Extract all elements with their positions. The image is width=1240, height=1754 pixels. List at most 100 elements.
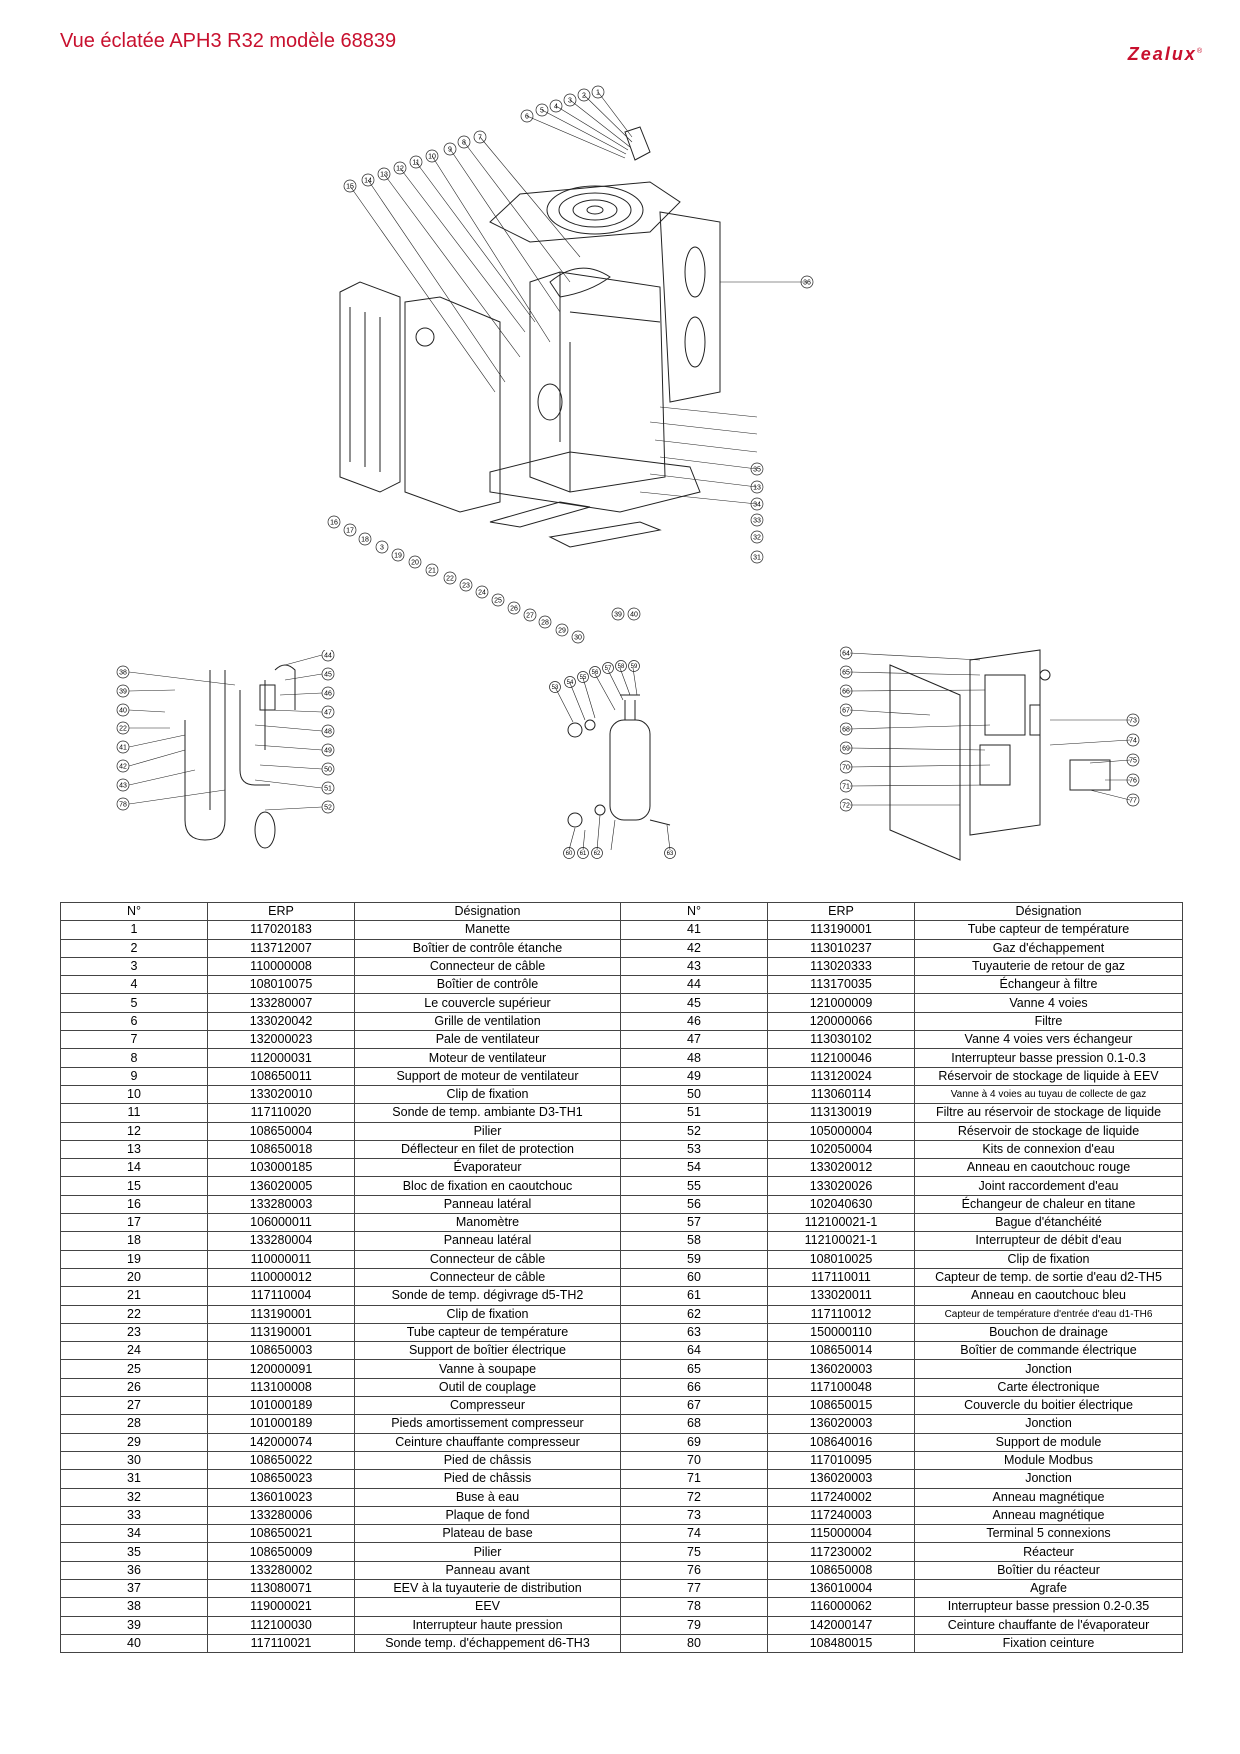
svg-text:36: 36 [803,280,811,287]
table-cell: 132000023 [207,1030,355,1050]
table-cell: Module Modbus [914,1450,1183,1471]
callout-15: 15 [343,179,357,193]
table-cell: 76 [620,1560,768,1580]
svg-text:18: 18 [361,537,369,544]
table-cell: Pilier [354,1121,621,1141]
table-cell: 112100030 [207,1615,355,1635]
callout-20: 20 [408,555,422,569]
table-cell: 113130019 [767,1103,915,1123]
table-cell: 150000110 [767,1322,915,1343]
table-cell: 117110020 [207,1103,355,1123]
table-cell: 113020333 [767,956,915,977]
table-cell: Plaque de fond [354,1505,621,1526]
base-plate-shape [489,451,701,513]
table-cell: 110000008 [207,956,355,977]
table-cell: 30 [60,1450,208,1471]
table-cell: Kits de connexion d'eau [914,1139,1183,1160]
svg-text:72: 72 [842,803,850,810]
callout-24: 24 [475,585,489,599]
table-cell: 133280003 [207,1194,355,1215]
table-cell: 9 [60,1066,208,1086]
table-cell: 60 [620,1267,768,1288]
table-cell: 12 [60,1121,208,1141]
svg-text:70: 70 [842,765,850,772]
table-cell: Évaporateur [354,1158,621,1178]
svg-text:4: 4 [554,104,558,111]
table-cell: 108010025 [767,1249,915,1269]
svg-text:26: 26 [510,606,518,613]
table-cell: 113060114 [767,1084,915,1105]
svg-text:27: 27 [526,613,534,620]
table-cell: 117240003 [767,1505,915,1526]
svg-text:10: 10 [428,154,436,161]
table-cell: 102050004 [767,1139,915,1160]
table-cell: Anneau en caoutchouc bleu [914,1286,1183,1306]
callout-18: 18 [358,532,372,546]
table-cell: 70 [620,1450,768,1471]
svg-text:49: 49 [324,748,332,755]
svg-text:7: 7 [478,135,482,142]
table-cell: Bouchon de drainage [914,1322,1183,1343]
svg-text:39: 39 [614,612,622,619]
piping-diagram: 38 39 40 22 41 42 43 78 44 45 46 47 48 4… [116,650,335,849]
table-cell: 73 [620,1505,768,1526]
table-cell: 113010237 [767,938,915,958]
table-cell: Tube capteur de température [914,920,1183,940]
table-cell: 133280002 [207,1560,355,1580]
callout-62: 62 [591,847,603,859]
table-cell: Tube capteur de température [354,1322,621,1343]
table-cell: 108480015 [767,1633,915,1654]
callout-31: 31 [750,550,764,564]
svg-text:65: 65 [842,670,850,677]
callout-61: 61 [577,847,589,859]
table-cell: Échangeur de chaleur en titane [914,1194,1183,1215]
callout-58: 58 [615,660,627,672]
table-cell: 72 [620,1487,768,1507]
table-cell: 136010004 [767,1578,915,1599]
table-cell: Pied de châssis [354,1469,621,1489]
table-cell: Réservoir de stockage de liquide [914,1121,1183,1141]
table-cell: 47 [620,1030,768,1050]
brand-logo: Zealux® [1127,44,1204,64]
callout-53: 53 [549,681,561,693]
table-cell: 16 [60,1194,208,1215]
callout-56: 56 [589,666,601,678]
table-cell: 68 [620,1414,768,1434]
table-cell: Interrupteur de débit d'eau [914,1231,1183,1251]
svg-text:55: 55 [580,675,587,681]
table-cell: 117110012 [767,1304,915,1324]
callout-4: 4 [549,99,563,113]
table-cell: 24 [60,1341,208,1361]
table-cell: 142000074 [207,1432,355,1452]
svg-text:30: 30 [574,635,582,642]
table-cell: 117240002 [767,1487,915,1507]
table-cell: Boîtier de contrôle étanche [354,938,621,958]
svg-text:22: 22 [119,726,127,733]
svg-text:24: 24 [478,590,486,597]
table-cell: 78 [620,1597,768,1617]
table-cell: 117110021 [207,1633,355,1654]
svg-text:13: 13 [753,485,761,492]
table-cell: 110000011 [207,1249,355,1269]
table-cell: Buse à eau [354,1487,621,1507]
table-cell: 108010075 [207,975,355,995]
table-cell: Connecteur de câble [354,1267,621,1288]
table-cell: 112000031 [207,1048,355,1068]
svg-text:59: 59 [631,664,638,670]
table-cell: EEV à la tuyauterie de distribution [354,1578,621,1599]
svg-text:44: 44 [324,653,332,660]
table-cell: 25 [60,1359,208,1379]
table-cell: Pale de ventilateur [354,1030,621,1050]
table-cell: 54 [620,1158,768,1178]
svg-text:17: 17 [346,528,354,535]
table-cell: Connecteur de câble [354,1249,621,1269]
